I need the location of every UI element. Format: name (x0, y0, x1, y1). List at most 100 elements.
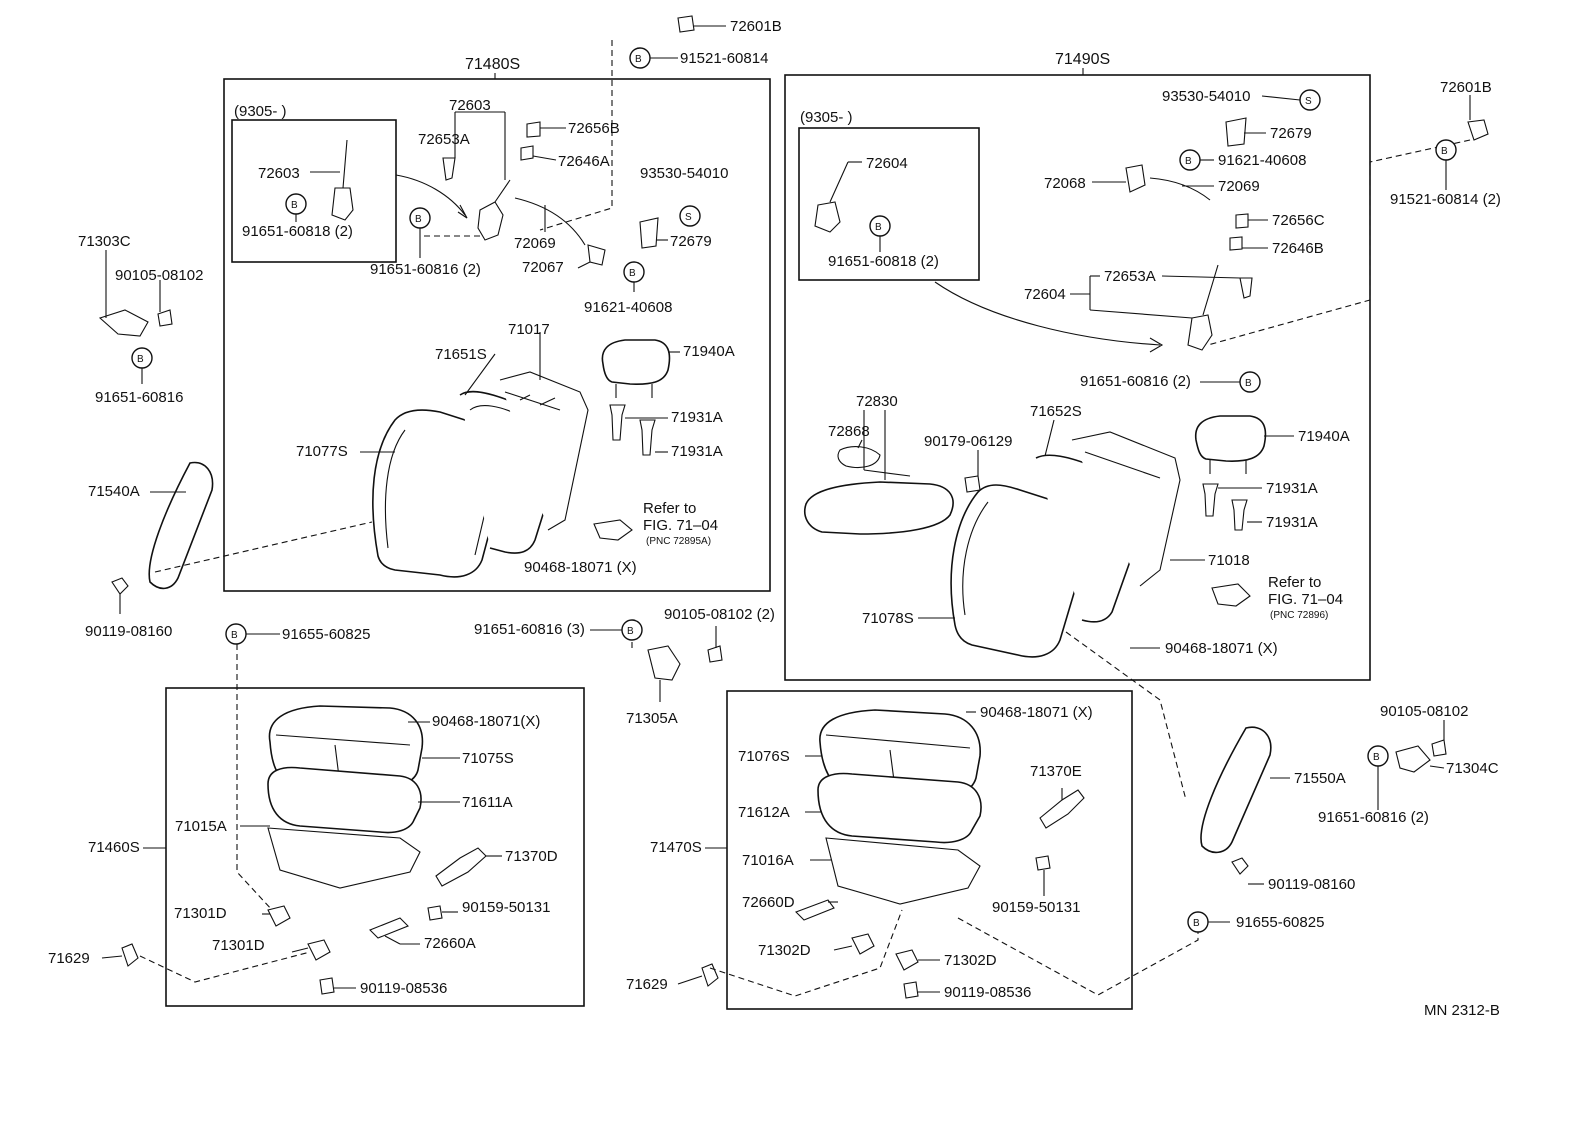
label-72601b-right: 72601B (1440, 79, 1492, 96)
bracket-72660d (795, 899, 835, 921)
label-91655-right: 91655-60825 (1236, 914, 1324, 931)
label-72068: 72068 (1044, 175, 1086, 192)
seatback-frame-71018 (1071, 431, 1181, 587)
knob-72656c (1235, 213, 1249, 229)
label-90159-left: 90159-50131 (462, 899, 550, 916)
label-71931a-l2: 71931A (671, 443, 723, 460)
svg-text:B: B (1245, 378, 1252, 389)
svg-text:B: B (1185, 156, 1192, 167)
label-72679-right: 72679 (1270, 125, 1312, 142)
label-91651-816-ll: 91651-60816 (95, 389, 183, 406)
inset-label-left: (9305- ) (234, 103, 287, 120)
label-90105-left: 90105-08102 (115, 267, 203, 284)
label-71018: 71018 (1208, 552, 1250, 569)
label-71301d-2: 71301D (212, 937, 265, 954)
label-72604: 72604 (1024, 286, 1066, 303)
headrest-guide-71931a-1 (609, 404, 626, 441)
bracket-71301d-1 (267, 905, 291, 927)
label-72601b-top: 72601B (730, 18, 782, 35)
label-72660d: 72660D (742, 894, 795, 911)
label-71370d: 71370D (505, 848, 558, 865)
label-71301d-1: 71301D (174, 905, 227, 922)
lid-72868 (837, 446, 881, 469)
label-71016a: 71016A (742, 852, 794, 869)
label-71015a: 71015A (175, 818, 227, 835)
drawing-code: MN 2312-B (1424, 1002, 1500, 1019)
label-71304c: 71304C (1446, 760, 1499, 777)
bolt-90119-right (1231, 857, 1249, 875)
bolt-90105-left (157, 309, 173, 327)
label-71017: 71017 (508, 321, 550, 338)
lock-inset-72603 (331, 139, 354, 221)
label-90119-08536-right: 90119-08536 (944, 984, 1031, 1001)
cushion-pad-71612a (817, 772, 982, 844)
refer-right-line3: (PNC 72896) (1270, 610, 1328, 621)
nut-90159-right (1035, 855, 1051, 871)
bushing-72646a (520, 145, 534, 161)
label-71629-left: 71629 (48, 950, 90, 967)
label-71931a-r2: 71931A (1266, 514, 1318, 531)
label-72603-inset: 72603 (258, 165, 300, 182)
label-72660a: 72660A (424, 935, 476, 952)
svg-text:B: B (1193, 918, 1200, 929)
leader-lines (101, 25, 1471, 993)
label-90468-cl: 90468-18071(X) (432, 713, 540, 730)
label-71540a: 71540A (88, 483, 140, 500)
hinge-71303c (98, 309, 149, 337)
bolt-90119-08536-left (319, 977, 335, 995)
label-72069-right: 72069 (1218, 178, 1260, 195)
box-right-inset (798, 127, 980, 281)
seatback-frame-71017 (499, 371, 589, 531)
bracket-71302d-1 (851, 933, 875, 955)
headrest-71940a-right (1194, 415, 1267, 462)
label-71940a-left: 71940A (683, 343, 735, 360)
hinge-71305a (647, 645, 681, 681)
label-72067: 72067 (522, 259, 564, 276)
bracket-72660a (369, 917, 409, 939)
label-71931a-r1: 71931A (1266, 480, 1318, 497)
armrest-72830 (804, 481, 954, 535)
knob-72653a-left (442, 157, 456, 181)
refer-left-line3: (PNC 72895A) (646, 536, 711, 547)
label-72656c: 72656C (1272, 212, 1325, 229)
label-72603-grp: 72603 (449, 97, 491, 114)
lock-cable-72069-left (514, 197, 586, 246)
clip-71629-left (121, 943, 139, 967)
headrest-guide-71931a-r1 (1202, 483, 1219, 517)
headrest-guide-71931a-2 (639, 419, 656, 456)
label-72646b: 72646B (1272, 240, 1324, 257)
label-90468-left: 90468-18071 (X) (524, 559, 637, 576)
label-90179: 90179-06129 (924, 433, 1012, 450)
label-91621-right: 91621-40608 (1218, 152, 1306, 169)
lock-72604 (1187, 264, 1219, 351)
box-left-back (223, 78, 771, 592)
group-label-71490s: 71490S (1055, 51, 1110, 68)
release-72067 (587, 244, 606, 266)
label-72069-left: 72069 (514, 235, 556, 252)
label-72656b: 72656B (568, 120, 620, 137)
bolt-90105-right (1431, 739, 1447, 757)
label-91651-816-2-right: 91651-60816 (2) (1080, 373, 1191, 390)
label-72653a-right: 72653A (1104, 268, 1156, 285)
bracket-71302d-2 (895, 949, 919, 971)
svg-text:B: B (291, 200, 298, 211)
label-71651s: 71651S (435, 346, 487, 363)
knob-72656b (526, 121, 541, 138)
svg-text:B: B (875, 222, 882, 233)
label-90119-08160-left: 90119-08160 (85, 623, 172, 640)
inset-arrow-right (934, 281, 1161, 346)
label-72679-left: 72679 (670, 233, 712, 250)
bushing-72646b (1229, 236, 1243, 251)
label-90159-right: 90159-50131 (992, 899, 1080, 916)
label-91651-816-2-rr: 91651-60816 (2) (1318, 809, 1429, 826)
lock-72603 (477, 179, 511, 241)
label-90105-2: 90105-08102 (2) (664, 606, 775, 623)
label-72653a-left: 72653A (418, 131, 470, 148)
svg-text:B: B (1373, 752, 1380, 763)
screw-symbol: S S (679, 89, 1321, 227)
label-91651-816-2-left: 91651-60816 (2) (370, 261, 481, 278)
hinge-72601b-right (1467, 119, 1489, 141)
label-71940a-right: 71940A (1298, 428, 1350, 445)
label-93530-right: 93530-54010 (1162, 88, 1250, 105)
